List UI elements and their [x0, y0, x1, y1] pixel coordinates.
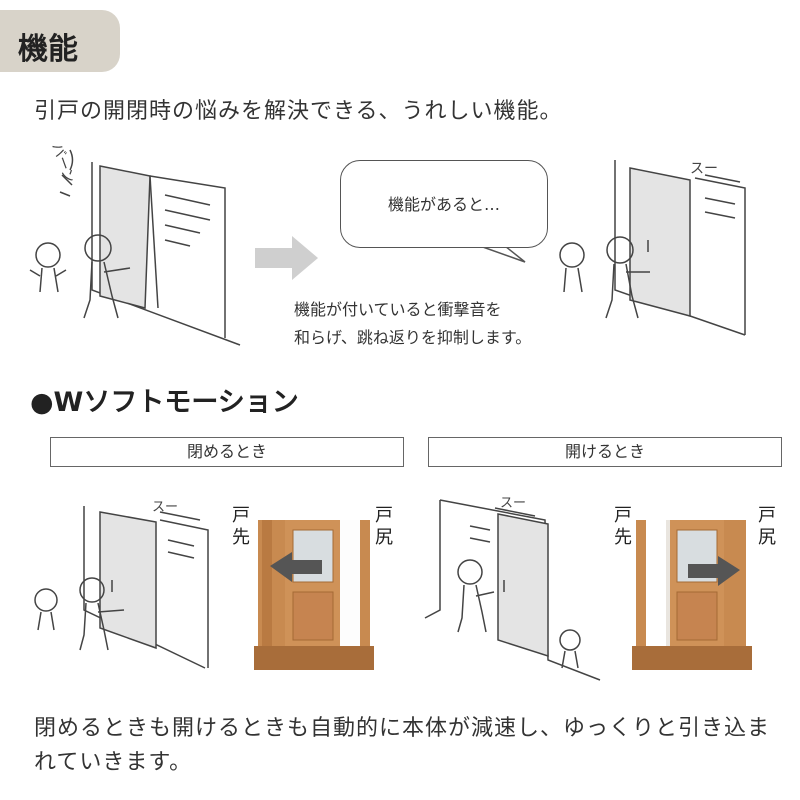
close-sound-text: スー: [152, 500, 179, 515]
close-door-front-label: 戸先: [232, 505, 250, 548]
intro-description-line2: 和らげ、跳ね返りを抑制します。: [294, 328, 532, 347]
intro-description-line1: 機能が付いていると衝撃音を: [294, 300, 502, 319]
open-label: 開けるとき: [564, 442, 645, 461]
speech-bubble-text: 機能があると…: [387, 195, 500, 214]
slam-illustration: [29, 149, 241, 346]
open-sound-text: スー: [500, 496, 527, 511]
open-door-back-label: 戸尻: [758, 505, 776, 548]
left-arrow-icon: [270, 552, 322, 582]
right-arrow-icon: [688, 556, 740, 586]
close-door-photo: [254, 520, 374, 670]
right-arrow-icon: [255, 236, 318, 280]
feature-badge: 機能: [0, 10, 120, 72]
open-door-illustration: [424, 499, 601, 681]
section-title: ●Wソフトモーション: [30, 387, 299, 418]
footer-text: 閉めるときも開けるときも自動的に本体が減速し、ゆっくりと引き込まれていきます。: [34, 716, 771, 775]
feature-badge-label: 機能: [18, 32, 78, 67]
open-door-front-label: 戸先: [614, 505, 632, 548]
sound-text: スー: [690, 161, 718, 177]
close-door-back-label: 戸尻: [375, 505, 393, 548]
speech-bubble: 機能があると…: [340, 160, 548, 248]
close-door-illustration: [34, 506, 209, 669]
close-label-box: 閉めるとき: [50, 437, 404, 467]
soft-close-illustration: [559, 160, 746, 336]
intro-description: 機能が付いていると衝撃音を 和らげ、跳ね返りを抑制します。: [294, 296, 531, 352]
page-subtitle: 引戸の開閉時の悩みを解決できる、うれしい機能。: [34, 99, 563, 124]
open-label-box: 開けるとき: [428, 437, 782, 467]
open-door-photo: [632, 520, 752, 670]
close-label: 閉めるとき: [186, 442, 267, 461]
